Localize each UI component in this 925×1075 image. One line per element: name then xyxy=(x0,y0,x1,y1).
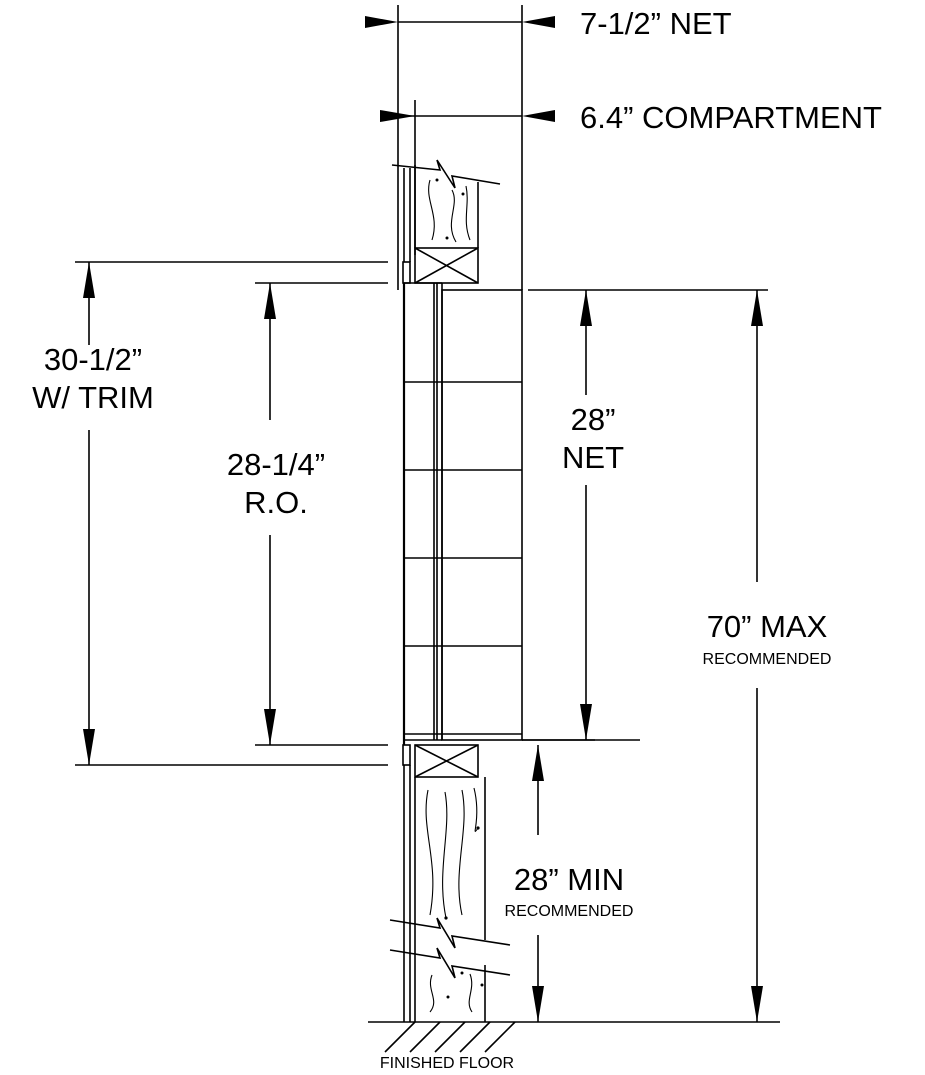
lower-wall-section xyxy=(389,744,511,1022)
arrowhead xyxy=(380,110,415,122)
arrowhead xyxy=(83,729,95,765)
top-trim xyxy=(402,261,411,284)
arrowhead xyxy=(532,986,544,1022)
arrowhead xyxy=(522,110,555,122)
compartment-label: 6.4” COMPARTMENT xyxy=(580,100,882,135)
max-height-note: RECOMMENDED xyxy=(703,651,832,668)
floor-label: FINISHED FLOOR xyxy=(380,1055,514,1072)
net-height-value: 28” xyxy=(571,402,616,437)
max-height-value: 70” MAX xyxy=(707,609,828,644)
max-height-dimension: 70” MAX RECOMMENDED xyxy=(703,290,832,1022)
cabinet-section xyxy=(402,261,523,766)
min-height-note: RECOMMENDED xyxy=(505,903,634,920)
arrowhead xyxy=(580,290,592,326)
bottom-trim xyxy=(402,744,411,766)
arrowhead xyxy=(365,16,398,28)
arrowhead xyxy=(751,986,763,1022)
min-height-value: 28” MIN xyxy=(514,862,624,897)
trim-height-dimension: 30-1/2” W/ TRIM xyxy=(32,261,388,766)
arrowhead xyxy=(264,283,276,319)
trim-height-value: 30-1/2” xyxy=(44,342,142,377)
rough-opening-value: 28-1/4” xyxy=(227,447,325,482)
net-height-dimension: 28” NET xyxy=(522,289,768,741)
finished-floor: FINISHED FLOOR xyxy=(368,1021,780,1072)
arrowhead xyxy=(751,290,763,326)
trim-height-note: W/ TRIM xyxy=(32,380,154,415)
upper-wall-section xyxy=(391,159,501,284)
min-height-dimension: 28” MIN RECOMMENDED xyxy=(505,739,640,1022)
net-width-dimension: 7-1/2” NET xyxy=(365,5,732,290)
compartment-dimension: 6.4” COMPARTMENT xyxy=(380,100,882,255)
arrowhead xyxy=(532,745,544,781)
net-height-note: NET xyxy=(562,440,624,475)
arrowhead xyxy=(264,709,276,745)
arrowhead xyxy=(83,262,95,298)
net-width-label: 7-1/2” NET xyxy=(580,6,732,41)
arrowhead xyxy=(522,16,555,28)
rough-opening-note: R.O. xyxy=(244,485,308,520)
arrowhead xyxy=(580,704,592,740)
rough-opening-dimension: 28-1/4” R.O. xyxy=(227,282,388,746)
